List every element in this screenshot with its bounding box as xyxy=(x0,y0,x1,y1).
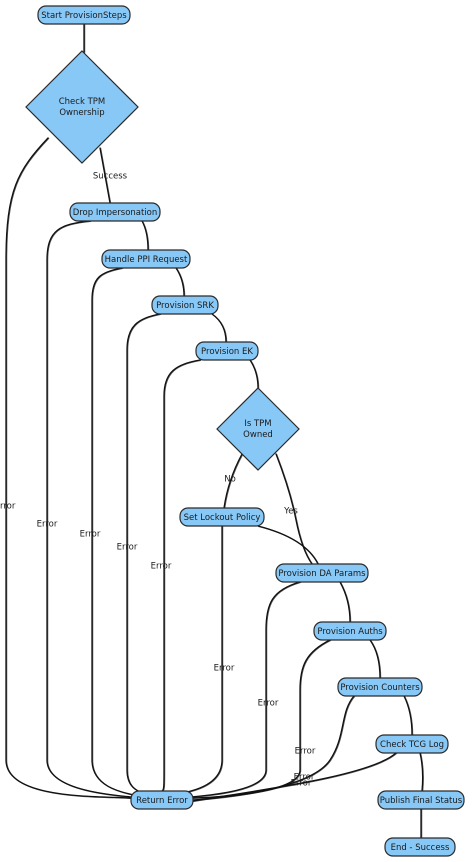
node-shape-ret-err xyxy=(130,790,194,810)
edge-prov_ek-to-ret_err-sketch xyxy=(161,359,202,793)
edge-prov_srk-to-prov_ek-sketch xyxy=(211,313,228,344)
edge-da_params-to-auths-sketch xyxy=(339,581,352,624)
edge-counters-to-ret_err xyxy=(191,695,355,801)
node-label-counters: Provision Counters xyxy=(340,683,420,693)
node-shape-auths xyxy=(313,621,387,641)
node-shape-check-tpm xyxy=(25,50,139,164)
node-label-tcg-log: Check TCG Log xyxy=(380,740,444,750)
node-prov-ek: Provision EK xyxy=(195,341,259,361)
node-drop-imp: Drop Impersonation xyxy=(69,202,161,222)
node-da-params: Provision DA Params xyxy=(275,563,369,583)
edge-label-check_tpm-to-drop_imp: Success xyxy=(93,172,128,182)
node-shape-tcg-log xyxy=(375,734,449,754)
node-label-publish: Publish Final Status xyxy=(380,796,463,806)
edge-labels-layer: SuccessErrorErrorErrorErrorErrorNoYesErr… xyxy=(0,172,316,789)
node-label-start: Start ProvisionSteps xyxy=(41,11,127,21)
node-start: Start ProvisionSteps xyxy=(37,5,131,25)
node-shape-start xyxy=(37,5,131,25)
node-shape-prov-ek xyxy=(195,341,259,361)
edge-tcg_log-to-ret_err-sketch xyxy=(192,752,398,803)
edge-drop_imp-to-ret_err xyxy=(46,220,133,798)
node-handle-ppi: Handle PPI Request xyxy=(101,249,191,269)
edge-label-prov_ek-to-ret_err: Error xyxy=(151,562,172,572)
node-counters: Provision Counters xyxy=(337,677,423,697)
edge-check_tpm-to-drop_imp-sketch xyxy=(99,147,112,205)
edge-counters-to-ret_err-sketch xyxy=(191,695,356,802)
edge-check_tpm-to-ret_err-sketch xyxy=(5,137,133,800)
node-publish: Publish Final Status xyxy=(377,790,465,810)
node-label-ret-err: Return Error xyxy=(136,796,188,806)
edge-lockout-to-ret_err-sketch xyxy=(175,525,224,796)
edge-check_tpm-to-ret_err xyxy=(5,137,132,799)
node-label-end: End - Success xyxy=(391,843,450,853)
node-label-handle-ppi: Handle PPI Request xyxy=(105,255,188,265)
node-shape-prov-srk xyxy=(151,295,219,315)
edge-label-da_params-to-ret_err: Error xyxy=(258,699,279,709)
edge-label-lockout-to-ret_err: Error xyxy=(214,664,235,674)
node-shape-is-owned xyxy=(216,387,300,471)
node-shape-drop-imp xyxy=(69,202,161,222)
node-label-prov-ek: Provision EK xyxy=(201,347,253,357)
edge-prov_srk-to-ret_err xyxy=(126,313,161,793)
edge-label-is_owned-to-da_params: Yes xyxy=(283,507,298,517)
node-end: End - Success xyxy=(384,837,456,857)
node-label-lockout: Set Lockout Policy xyxy=(184,513,261,523)
edge-drop_imp-to-handle_ppi-sketch xyxy=(141,220,150,252)
edge-da_params-to-ret_err-sketch xyxy=(189,581,302,799)
node-label-prov-srk: Provision SRK xyxy=(156,301,214,311)
edge-label-check_tpm-to-ret_err: Error xyxy=(0,502,16,512)
edge-is_owned-to-lockout-sketch xyxy=(223,453,244,510)
edge-label-tcg_log-to-ret_err: Error xyxy=(291,779,312,789)
node-lockout: Set Lockout Policy xyxy=(179,507,265,527)
node-tcg-log: Check TCG Log xyxy=(375,734,449,754)
node-label-da-params: Provision DA Params xyxy=(278,569,366,579)
edge-tcg_log-to-publish-sketch xyxy=(419,752,424,793)
node-shape-counters xyxy=(337,677,423,697)
node-label-auths: Provision Auths xyxy=(317,627,383,637)
node-auths: Provision Auths xyxy=(313,621,387,641)
node-prov-srk: Provision SRK xyxy=(151,295,219,315)
edge-label-auths-to-ret_err: Error xyxy=(295,747,316,757)
node-shape-da-params xyxy=(275,563,369,583)
node-ret-err: Return Error xyxy=(130,790,194,810)
edge-da_params-to-ret_err xyxy=(189,581,301,798)
edge-lockout-to-ret_err xyxy=(175,525,223,795)
edge-drop_imp-to-ret_err-sketch xyxy=(46,220,134,799)
edge-counters-to-tcg_log-sketch xyxy=(403,695,414,737)
edge-label-handle_ppi-to-ret_err: Error xyxy=(80,530,101,540)
node-shape-handle-ppi xyxy=(101,249,191,269)
node-shape-end xyxy=(384,837,456,857)
edge-is_owned-to-da_params-sketch xyxy=(275,453,314,566)
edge-prov_ek-to-ret_err xyxy=(161,359,201,792)
edge-lockout-to-da_params-sketch xyxy=(257,525,320,566)
edge-label-counters-to-ret_err: Error xyxy=(294,773,315,783)
edge-label-prov_srk-to-ret_err: Error xyxy=(117,543,138,553)
edge-handle_ppi-to-prov_srk-sketch xyxy=(175,267,186,298)
node-label-drop-imp: Drop Impersonation xyxy=(73,208,158,218)
node-shape-lockout xyxy=(179,507,265,527)
edge-label-is_owned-to-lockout: No xyxy=(224,475,236,485)
edge-handle_ppi-to-ret_err-sketch xyxy=(91,267,136,797)
edge-prov_srk-to-ret_err-sketch xyxy=(126,313,162,794)
edge-label-drop_imp-to-ret_err: Error xyxy=(37,520,58,530)
edge-auths-to-counters-sketch xyxy=(369,639,382,680)
edge-prov_ek-to-is_owned-sketch xyxy=(249,359,260,390)
node-shape-publish xyxy=(377,790,465,810)
